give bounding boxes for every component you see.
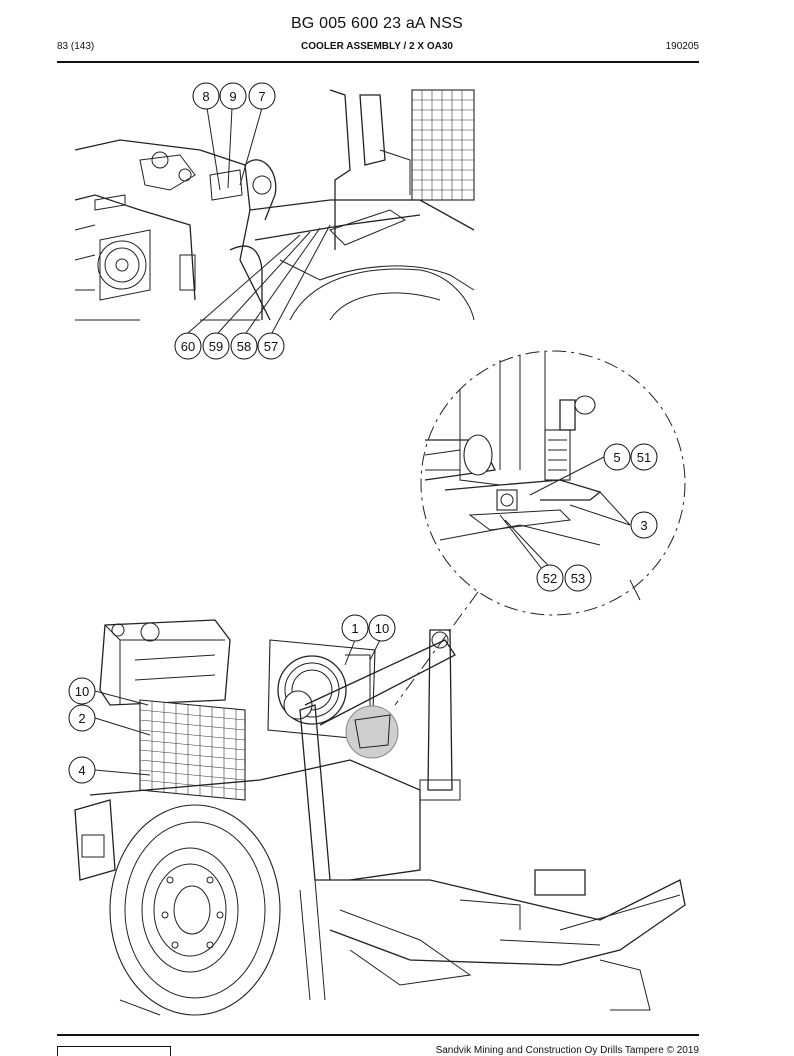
callout-bubble: 51 [630,443,658,471]
top-view-drawing [74,89,475,334]
callout-label: 7 [258,89,265,104]
detail-view-drawing [394,350,686,706]
callout-label: 10 [375,621,389,636]
main-view-drawing [74,619,686,1016]
callout-bubble: 59 [202,332,230,360]
callout-label: 8 [202,89,209,104]
callout-label: 2 [78,711,85,726]
callout-label: 10 [75,684,89,699]
company-logo [57,1046,171,1056]
callout-label: 3 [640,518,647,533]
callout-label: 53 [571,571,585,586]
callout-bubble: 5 [603,443,631,471]
footer-rule [57,1034,699,1036]
callout-bubble: 60 [174,332,202,360]
page-number: 83 (143) [57,41,95,52]
callout-label: 58 [237,339,251,354]
callout-bubble: 57 [257,332,285,360]
section-title: COOLER ASSEMBLY / 2 X OA30 [301,41,453,52]
callout-label: 57 [264,339,278,354]
callout-label: 1 [351,621,358,636]
callout-bubble: 10 [68,677,96,705]
callout-label: 51 [637,450,651,465]
callout-bubble: 52 [536,564,564,592]
callout-bubble: 58 [230,332,258,360]
callout-bubble: 2 [68,704,96,732]
callout-bubble: 1 [341,614,369,642]
date-code: 190205 [665,41,699,52]
callout-label: 59 [209,339,223,354]
document-id: BG 005 600 23 aA NSS [290,15,464,32]
header-rule [57,61,699,63]
callout-bubble: 9 [219,82,247,110]
footer-copyright: Sandvik Mining and Construction Oy Drill… [435,1045,699,1056]
main-view-callouts: 1 10 10 2 4 [68,614,396,784]
callout-label: 9 [229,89,236,104]
callout-bubble: 4 [68,756,96,784]
callout-bubble: 10 [368,614,396,642]
callout-bubble: 53 [564,564,592,592]
callout-bubble: 7 [248,82,276,110]
callout-bubble: 8 [192,82,220,110]
callout-label: 60 [181,339,195,354]
detail-view-callouts: 5 51 3 52 53 [536,443,658,592]
callout-label: 52 [543,571,557,586]
callout-label: 4 [78,763,85,778]
callout-bubble: 3 [630,511,658,539]
top-view-callouts: 8 9 7 60 59 58 57 [174,82,285,360]
callout-label: 5 [613,450,620,465]
